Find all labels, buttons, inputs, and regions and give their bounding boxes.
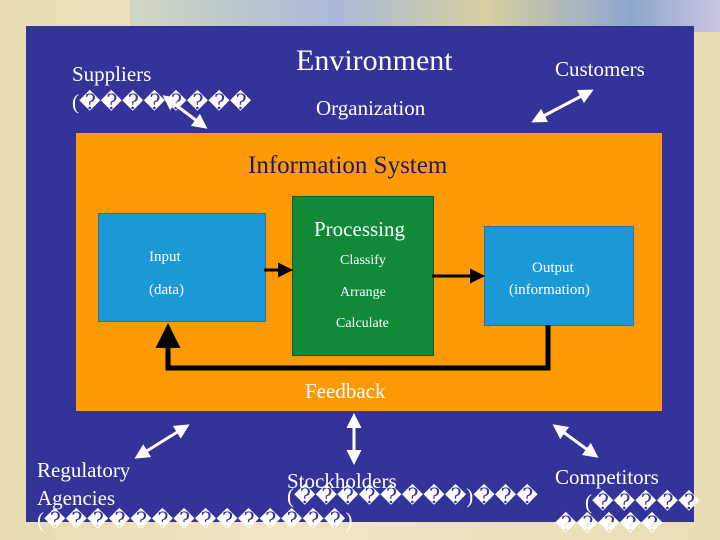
output-information-label: (information) [509,282,590,298]
competitors-label: Competitors [555,465,659,489]
suppliers-arrow [162,95,208,129]
stockholders-label: Stockholders [287,469,397,493]
information-system-title: Information System [248,152,448,179]
agencies-label: Agencies [37,486,116,510]
organization-label: Organization [316,96,426,120]
suppliers-label: Suppliers [72,62,152,86]
competitors-sublabel-2: ����� [555,512,663,536]
suppliers-sublabel: (�������� [72,90,252,114]
input-label: Input [149,249,181,265]
input-box [98,213,266,322]
processing-step-classify: Classify [340,253,386,268]
feedback-label: Feedback [305,379,386,403]
processing-box [292,196,434,356]
processing-step-calculate: Calculate [336,316,389,331]
feedback-loop [155,323,551,371]
output-box [484,226,634,326]
output-label: Output [532,260,574,276]
customers-arrow [531,89,594,123]
regulatory-sublabel: (��������������) [37,508,353,532]
customers-label: Customers [555,57,645,81]
environment-title: Environment [296,44,453,77]
regulatory-label: Regulatory [37,458,131,482]
regulatory-arrow [134,424,190,459]
stockholders-sublabel: (��������)��� [287,484,538,508]
competitors-arrow [552,424,599,458]
input-data-label: (data) [149,282,184,298]
competitors-sublabel: (����� [585,490,700,514]
processing-title: Processing [314,217,405,241]
processing-step-arrange: Arrange [340,285,386,300]
